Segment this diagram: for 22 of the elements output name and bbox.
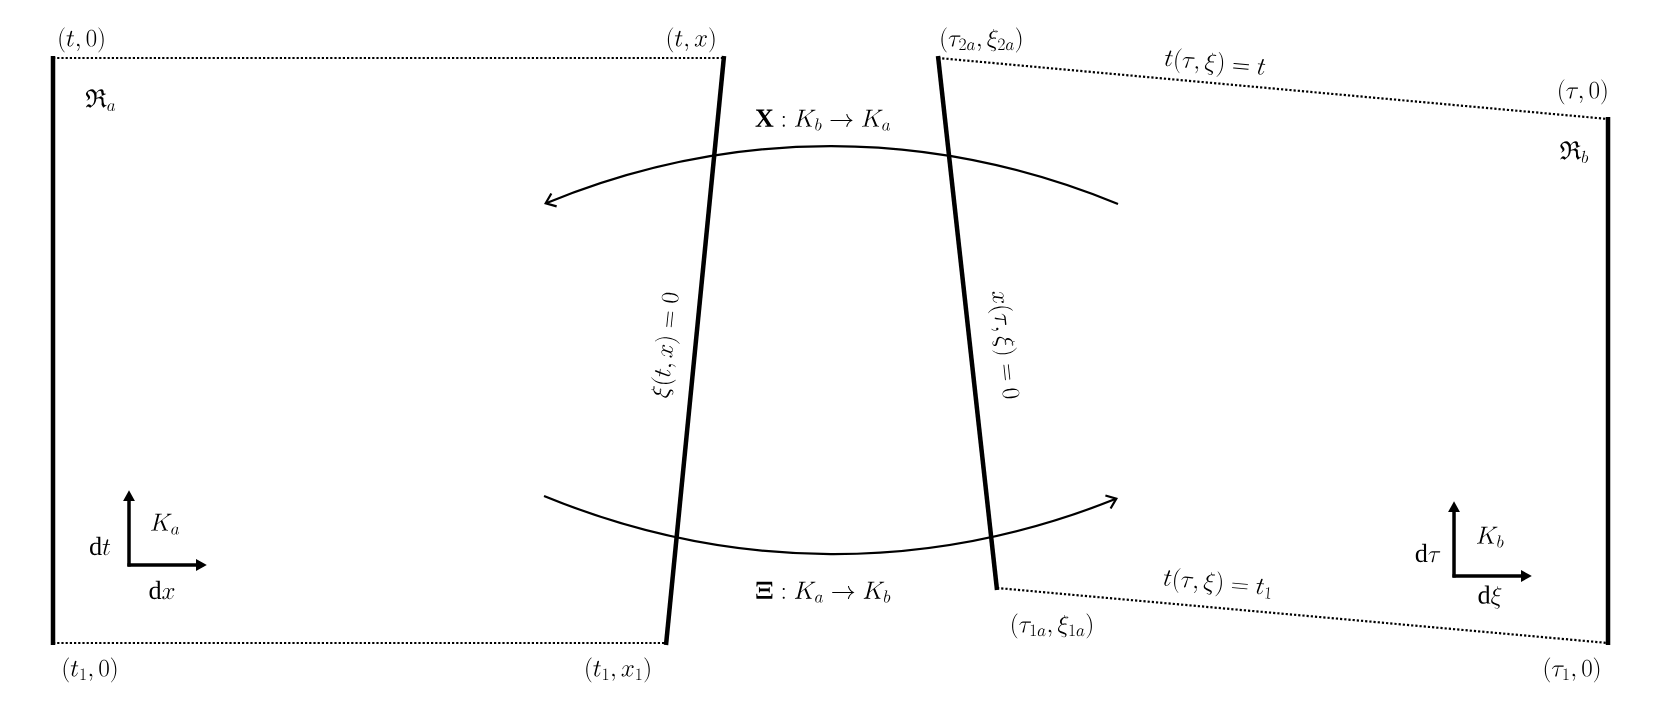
- math-label: $(t_1,0)$: [63, 657, 117, 683]
- math-label: $(\tau_{2a},\xi_{2a})$: [941, 27, 1022, 53]
- math-label: $t(\tau,\xi)=t_1$: [1164, 568, 1271, 599]
- math-label: $x(\tau,\xi)=0$: [988, 291, 1020, 399]
- math-label: $(\tau,0)$: [1559, 79, 1607, 105]
- math-label: $\mathfrak{R}_a$: [85, 89, 116, 112]
- math-label: $(t,0)$: [59, 27, 104, 53]
- math-label: $(\tau_{1a},\xi_{1a})$: [1012, 613, 1092, 639]
- math-label: $K_b$: [1476, 526, 1504, 548]
- math-label: $\xi(t,x)=0$: [651, 292, 680, 398]
- math-label: $(t_1,x_1)$: [586, 657, 650, 683]
- math-label: $\boldsymbol{\Xi}:K_a\to K_b$: [756, 581, 891, 603]
- math-label: $\mathbf{X}:K_b\to K_a$: [755, 109, 890, 131]
- math-label: $(t,x)$: [667, 27, 715, 53]
- math-label: $\mathrm{d}\tau$: [1415, 543, 1441, 563]
- math-label: $(\tau_1,0)$: [1544, 657, 1600, 683]
- math-label: $\mathfrak{R}_b$: [1560, 141, 1589, 164]
- math-label: $\mathrm{d}x$: [149, 580, 175, 600]
- math-label: $t(\tau,\xi)=t$: [1165, 48, 1266, 77]
- math-label: $K_a$: [151, 513, 180, 535]
- math-label: $\mathrm{d}\xi$: [1478, 585, 1502, 609]
- math-label: $\mathrm{d}t$: [90, 536, 111, 556]
